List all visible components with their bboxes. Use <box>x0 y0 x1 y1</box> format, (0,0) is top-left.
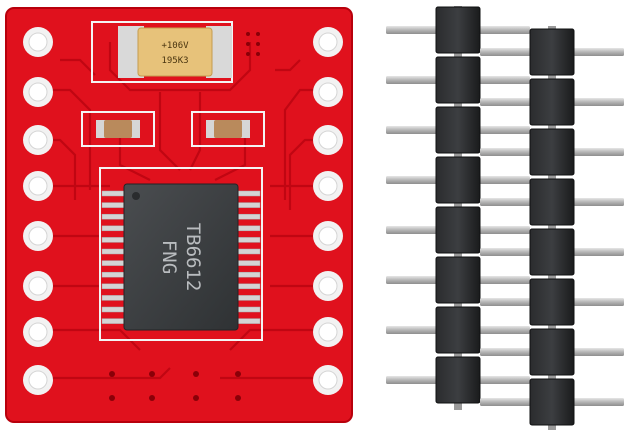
header-plastic-block <box>529 78 575 126</box>
chip-pin <box>101 283 127 290</box>
chip-pin <box>235 283 261 290</box>
chip-pin <box>235 306 261 313</box>
bottom-vias <box>109 371 241 401</box>
chip-pin <box>235 237 261 243</box>
chip-marking-line1: TB6612 <box>182 223 204 292</box>
chip-pin <box>235 190 261 197</box>
header-plastic-block <box>529 28 575 76</box>
tantalum-capacitor: +106V 195K3 <box>91 21 260 83</box>
pin-header-right <box>480 26 624 430</box>
chip-pin <box>235 248 261 255</box>
header-plastic-block <box>435 156 481 204</box>
right-pad-column <box>313 27 343 395</box>
chip-pin <box>101 225 127 232</box>
chip-pin <box>235 213 261 220</box>
header-plastic-block <box>435 56 481 104</box>
header-plastic-block <box>529 278 575 326</box>
chip-pin <box>101 271 127 278</box>
chip-pin <box>235 318 261 324</box>
chip-pin <box>101 202 127 208</box>
motor-driver-chip: TB6612 FNG <box>123 183 239 331</box>
capacitor-marking-line2: 195K3 <box>161 56 188 66</box>
header-plastic-block <box>435 356 481 404</box>
chip-pin <box>235 260 261 266</box>
header-plastic-block <box>529 178 575 226</box>
header-plastic-block <box>529 228 575 276</box>
left-pad-column <box>23 27 53 395</box>
header-pin-stub <box>548 26 556 430</box>
smd-capacitor-right <box>191 111 265 147</box>
header-plastic-block <box>529 328 575 376</box>
chip-pin <box>101 213 127 220</box>
header-plastic-block <box>435 106 481 154</box>
pcb-board: +106V 195K3 <box>5 7 353 423</box>
header-plastic-block <box>435 6 481 54</box>
chip-pin <box>101 260 127 266</box>
chip-pin <box>101 237 127 243</box>
capacitor-marking-line1: +106V <box>161 41 189 51</box>
chip-pin <box>235 271 261 278</box>
header-plastic-block <box>435 306 481 354</box>
chip-pin <box>101 306 127 313</box>
chip-pin <box>101 190 127 197</box>
chip-pin <box>235 202 261 208</box>
chip-pin <box>101 295 127 301</box>
header-plastic-block <box>435 206 481 254</box>
chip-pin <box>101 318 127 324</box>
header-plastic-block <box>435 256 481 304</box>
header-plastic-block <box>529 128 575 176</box>
chip-marking-line2: FNG <box>158 240 180 274</box>
smd-capacitor-left <box>81 111 155 147</box>
header-plastic-block <box>529 378 575 426</box>
chip-pin <box>101 248 127 255</box>
pin-header-left <box>386 6 530 410</box>
chip-pin <box>235 295 261 301</box>
chip-pins-right <box>235 190 261 324</box>
chip-pin <box>235 225 261 232</box>
